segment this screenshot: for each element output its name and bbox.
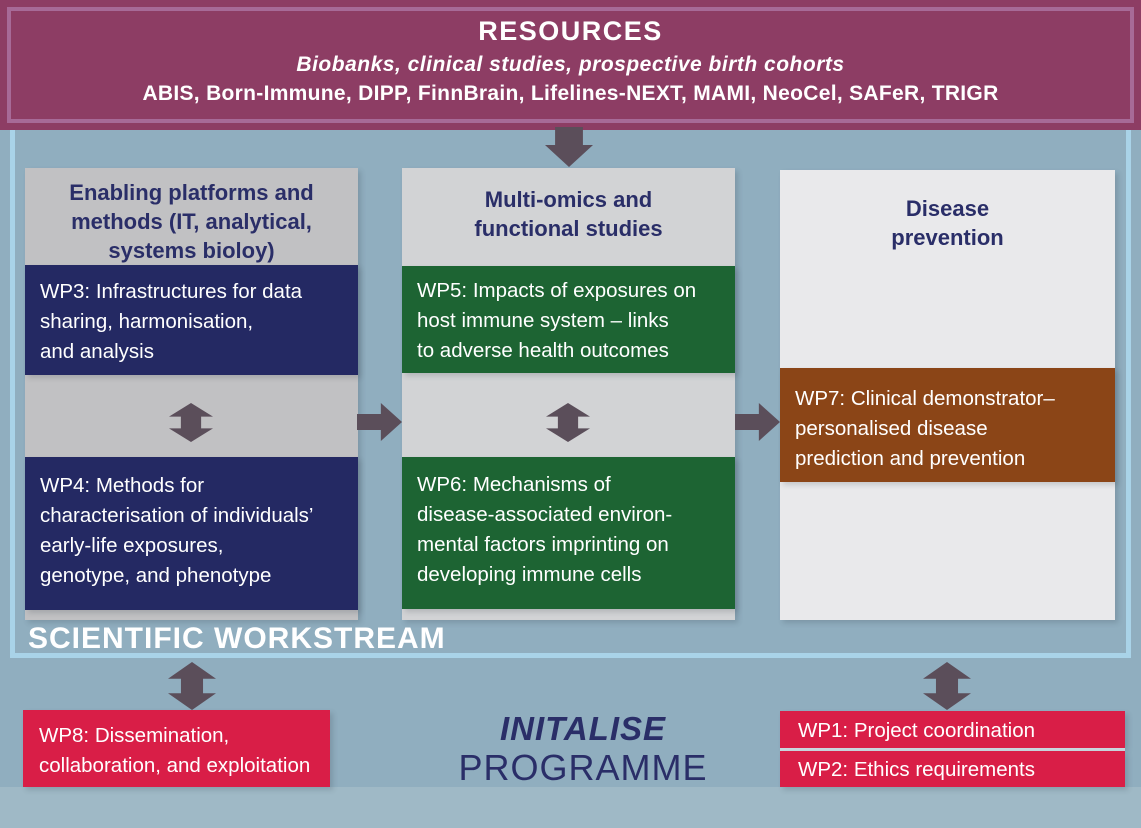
double-vertical-arrow-icon — [168, 662, 216, 710]
resources-subtitle: Biobanks, clinical studies, prospective … — [296, 53, 845, 76]
programme-title: INITALISE — [499, 710, 667, 747]
resources-cohorts-list: ABIS, Born-Immune, DIPP, FinnBrain, Life… — [142, 82, 999, 105]
wp5-box: WP5: Impacts of exposures on host immune… — [402, 266, 735, 373]
scientific-workstream-label: SCIENTIFIC WORKSTREAM — [28, 622, 446, 655]
double-vertical-arrow-icon — [923, 662, 971, 710]
wp7-box: WP7: Clinical demonstrator– personalised… — [780, 368, 1115, 482]
wp4-box: WP4: Methods for characterisation of ind… — [25, 457, 358, 610]
resources-title: RESOURCES — [478, 16, 663, 46]
bottom-strip — [0, 787, 1141, 828]
resources-banner: RESOURCES Biobanks, clinical studies, pr… — [0, 0, 1141, 130]
wp2-box: WP2: Ethics requirements — [780, 751, 1125, 787]
column-header-disease-prevention: Disease prevention — [891, 196, 1004, 250]
wp1-wp2-divider — [780, 748, 1125, 751]
wp3-box: WP3: Infrastructures for data sharing, h… — [25, 265, 358, 375]
column-header-enabling-platforms: Enabling platforms and methods (IT, anal… — [69, 180, 314, 263]
wp6-box: WP6: Mechanisms of disease-associated en… — [402, 457, 735, 609]
wp1-box: WP1: Project coordination — [780, 711, 1125, 748]
column-header-multi-omics: Multi-omics and functional studies — [474, 187, 663, 241]
wp8-box: WP8: Dissemination, collaboration, and e… — [23, 710, 330, 787]
programme-subtitle: PROGRAMME — [458, 747, 708, 788]
programme-name-block: INITALISE PROGRAMME — [400, 711, 766, 786]
